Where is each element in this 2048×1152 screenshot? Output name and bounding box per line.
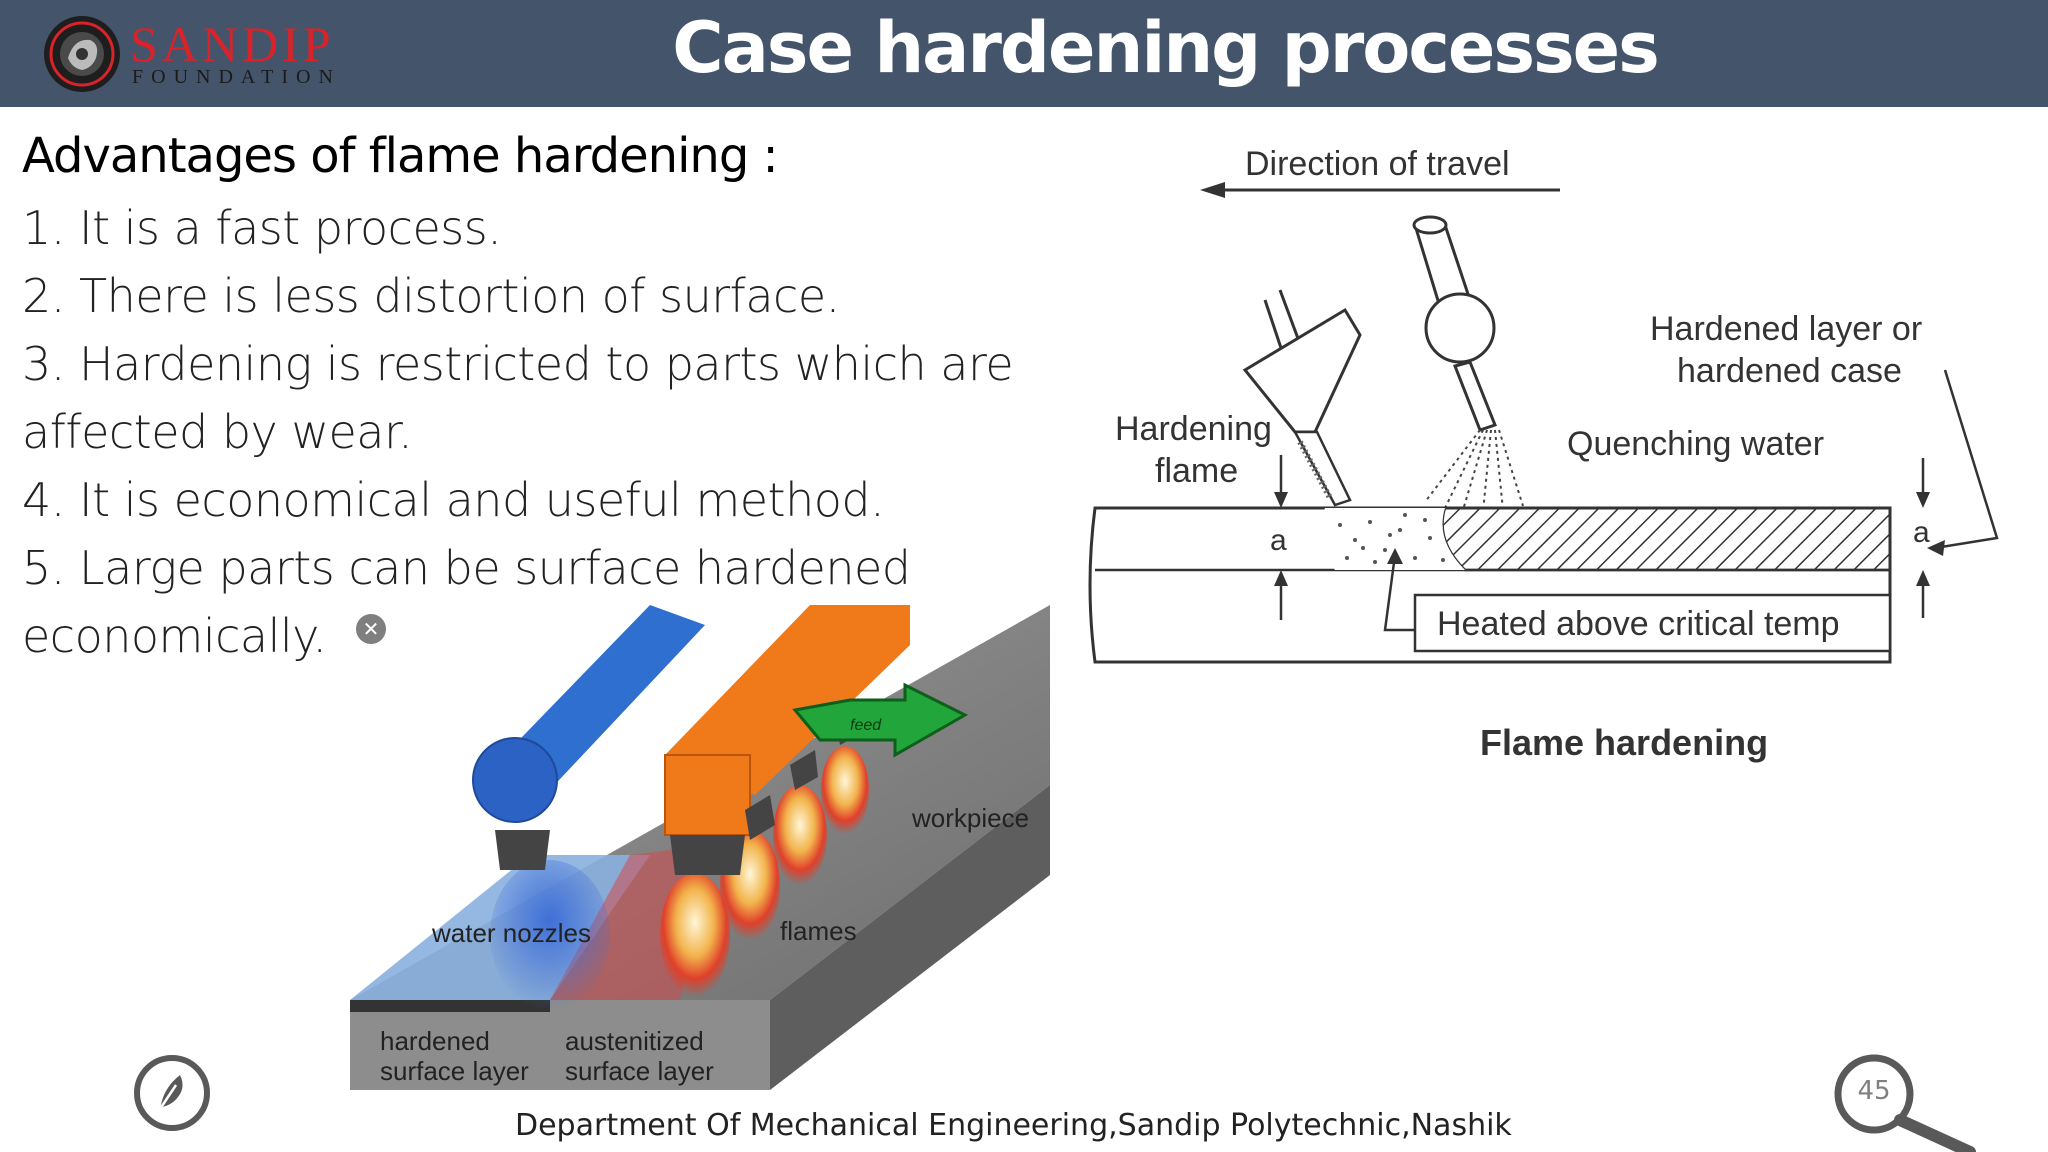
torch-icon: [1242, 289, 1362, 507]
hardening-flame-label-1: Hardening: [1115, 410, 1272, 448]
logo-wordmark: SANDIP: [130, 16, 335, 72]
flame-hardening-diagram: Direction of travel: [1088, 145, 1999, 763]
flames-label: flames: [780, 916, 857, 946]
hardened-layer-label-2: hardened case: [1677, 352, 1902, 390]
hardened-layer-label-1: Hardened layer or: [1650, 310, 1922, 348]
advantages-list: 1. It is a fast process. 2. There is les…: [22, 194, 1062, 670]
austenitized-layer-label: surface layer: [565, 1056, 714, 1086]
leaf-icon: [134, 1055, 210, 1131]
feed-label: feed: [850, 717, 882, 734]
list-item: 2. There is less distortion of surface.: [22, 269, 840, 323]
sandip-foundation-logo: SANDIP FOUNDATION: [42, 14, 382, 94]
quench-nozzle-icon: [1412, 215, 1524, 513]
dimension-a-right: a: [1913, 516, 1930, 549]
close-icon[interactable]: ✕: [356, 614, 386, 644]
page-number: 45: [1857, 1076, 1891, 1106]
figure-caption: Flame hardening: [1480, 722, 1768, 763]
austenitized-layer-label: austenitized: [565, 1026, 704, 1056]
footer-text: Department Of Mechanical Engineering,San…: [515, 1108, 1512, 1143]
direction-label: Direction of travel: [1245, 145, 1510, 183]
list-item: economically.: [22, 609, 327, 663]
header-bar: SANDIP FOUNDATION Case hardening process…: [0, 0, 2048, 107]
list-item: 5. Large parts can be surface hardened: [22, 541, 911, 595]
hardened-layer-label: hardened: [380, 1026, 490, 1056]
list-item: 4. It is economical and useful method.: [22, 473, 885, 527]
advantages-heading: Advantages of flame hardening :: [22, 128, 779, 184]
feed-arrow-icon: [792, 682, 969, 758]
list-item: 3. Hardening is restricted to parts whic…: [22, 337, 1014, 391]
slide-title: Case hardening processes: [672, 7, 1660, 89]
hardened-layer-label: surface layer: [380, 1056, 529, 1086]
hardening-flame-label-2: flame: [1155, 452, 1238, 490]
workpiece-label: workpiece: [911, 803, 1029, 833]
dimension-a-left: a: [1270, 524, 1287, 557]
logo-subtitle: FOUNDATION: [132, 66, 341, 88]
lion-emblem-icon: [44, 16, 120, 92]
quenching-water-label: Quenching water: [1567, 425, 1824, 463]
list-item: affected by wear.: [22, 405, 413, 459]
flame-hardening-3d-illustration: feed workpiece water nozzles flames hard…: [350, 605, 1050, 1090]
magnifier-icon: [1834, 1054, 1976, 1152]
heated-label: Heated above critical temp: [1437, 605, 1840, 643]
water-nozzles-label: water nozzles: [431, 918, 591, 948]
list-item: 1. It is a fast process.: [22, 201, 502, 255]
